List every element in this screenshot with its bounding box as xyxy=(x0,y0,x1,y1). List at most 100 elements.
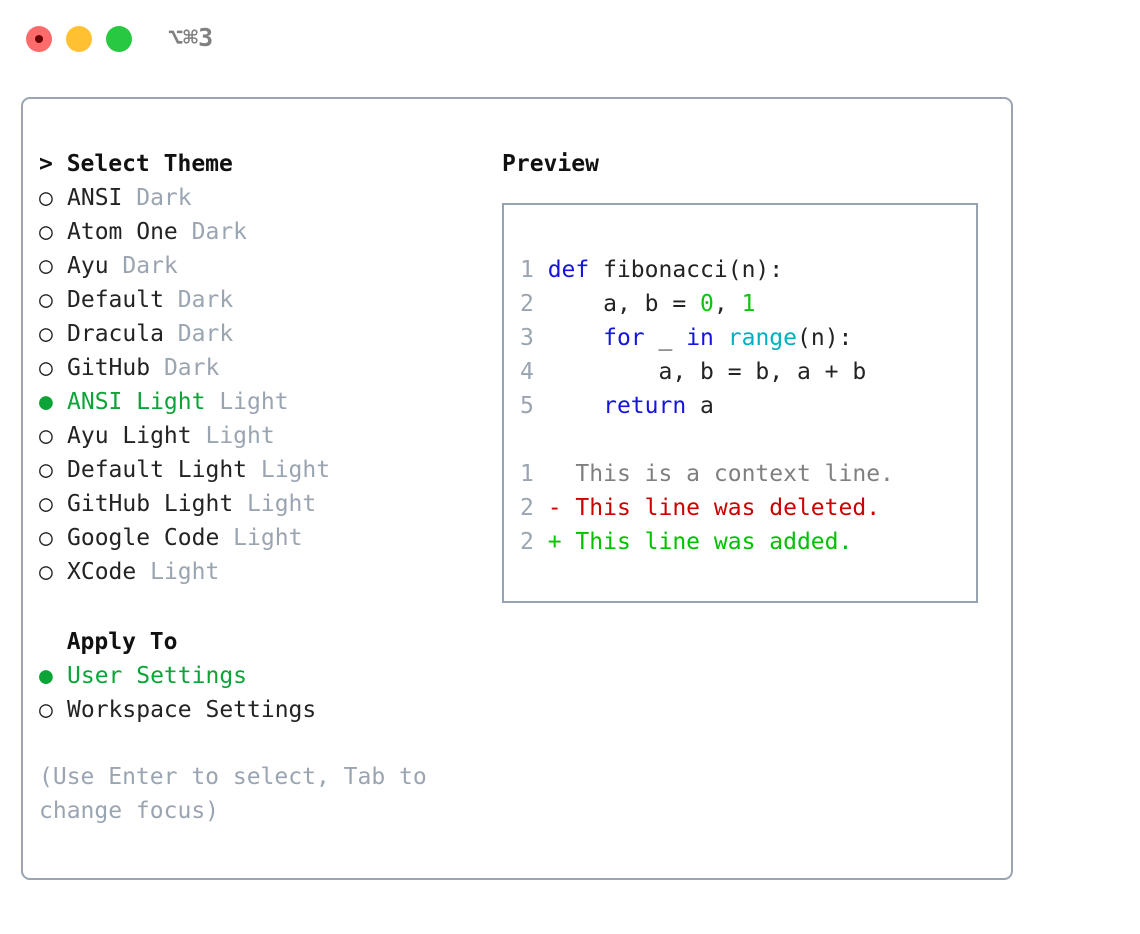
apply-to-item-label: User Settings xyxy=(67,663,248,689)
apply-to-item-workspace-settings[interactable]: ○ Workspace Settings xyxy=(39,693,479,727)
diff-text: This is a context line. xyxy=(575,461,894,487)
theme-item-google-code[interactable]: ○ Google Code Light xyxy=(39,521,479,555)
code-line: 1 def fibonacci(n): xyxy=(520,253,976,287)
code-line-number: 1 xyxy=(520,257,548,283)
theme-item-name: Ayu xyxy=(67,253,109,279)
minimize-window-button[interactable] xyxy=(66,26,92,52)
theme-item-name: Ayu Light xyxy=(67,423,192,449)
theme-item-mode-tag: Light xyxy=(136,559,220,585)
apply-to-item-user-settings[interactable]: ● User Settings xyxy=(39,659,479,693)
keyboard-hint-text: (Use Enter to select, Tab to change focu… xyxy=(39,764,427,824)
diff-marker: - xyxy=(547,495,576,521)
theme-item-mode-tag: Light xyxy=(191,423,275,449)
theme-item-mode-tag: Dark xyxy=(163,287,234,313)
code-token-plain: , xyxy=(713,291,742,317)
theme-item-ansi-light[interactable]: ● ANSI Light Light xyxy=(39,385,479,419)
apply-to-item-label: Workspace Settings xyxy=(67,697,317,723)
code-token-plain: _ xyxy=(644,325,687,351)
maximize-window-button[interactable] xyxy=(106,26,132,52)
diff-line: 1 This is a context line. xyxy=(520,457,976,491)
diff-line-number: 1 xyxy=(520,461,548,487)
code-token-plain: a, b = b, a + b xyxy=(547,359,867,385)
theme-item-mode-tag: Light xyxy=(247,457,331,483)
diff-marker: + xyxy=(547,529,576,555)
theme-item-mode-tag: Dark xyxy=(108,253,178,279)
code-token-kw: def xyxy=(547,257,590,283)
radio-unselected-icon: ○ xyxy=(39,457,67,483)
radio-selected-icon: ● xyxy=(39,663,67,689)
code-line-number: 3 xyxy=(520,325,548,351)
code-token-plain: fibonacci(n): xyxy=(589,257,784,283)
apply-to-header: Apply To xyxy=(39,629,178,655)
apply-to-section: Apply To ● User Settings○ Workspace Sett… xyxy=(39,625,479,727)
radio-unselected-icon: ○ xyxy=(39,423,67,449)
theme-item-mode-tag: Dark xyxy=(122,185,192,211)
diff-line-number: 2 xyxy=(520,529,548,555)
radio-selected-icon: ● xyxy=(39,389,67,415)
theme-item-mode-tag: Light xyxy=(219,525,303,551)
theme-item-name: XCode xyxy=(67,559,137,585)
diff-text: This line was added. xyxy=(575,529,853,555)
theme-item-name: Atom One xyxy=(67,219,178,245)
radio-unselected-icon: ○ xyxy=(39,219,67,245)
code-token-plain: a, b = xyxy=(547,291,701,317)
select-theme-header: > Select Theme xyxy=(39,151,233,177)
code-token-kw: return xyxy=(603,393,687,419)
theme-item-name: Default Light xyxy=(67,457,248,483)
code-token-num: 1 xyxy=(741,291,756,317)
radio-unselected-icon: ○ xyxy=(39,253,67,279)
code-line: 4 a, b = b, a + b xyxy=(520,355,976,389)
theme-item-atom-one[interactable]: ○ Atom One Dark xyxy=(39,215,479,249)
code-token-kw: in xyxy=(686,325,714,351)
code-token-plain: (n): xyxy=(797,325,853,351)
code-line: 5 return a xyxy=(520,389,976,423)
code-token-plain: a xyxy=(686,393,714,419)
preview-column: Preview 1 def fibonacci(n):2 a, b = 0, 1… xyxy=(502,147,992,603)
theme-item-mode-tag: Dark xyxy=(163,321,234,347)
code-token-kw: for xyxy=(603,325,645,351)
code-line-number: 5 xyxy=(520,393,548,419)
theme-item-default-light[interactable]: ○ Default Light Light xyxy=(39,453,479,487)
theme-list[interactable]: ○ ANSI Dark○ Atom One Dark○ Ayu Dark○ De… xyxy=(39,181,479,589)
theme-item-dracula[interactable]: ○ Dracula Dark xyxy=(39,317,479,351)
theme-item-name: GitHub xyxy=(67,355,151,381)
radio-unselected-icon: ○ xyxy=(39,491,67,517)
theme-item-name: ANSI xyxy=(67,185,123,211)
diff-marker xyxy=(548,461,576,487)
theme-item-xcode[interactable]: ○ XCode Light xyxy=(39,555,479,589)
theme-item-mode-tag: Light xyxy=(233,491,317,517)
code-line: 3 for _ in range(n): xyxy=(520,321,976,355)
theme-item-ayu[interactable]: ○ Ayu Dark xyxy=(39,249,479,283)
keyboard-shortcut-label: ⌥⌘3 xyxy=(168,23,214,52)
diff-line: 2 - This line was deleted. xyxy=(520,491,976,525)
code-token-plain xyxy=(548,325,603,351)
theme-item-name: ANSI Light xyxy=(67,389,206,415)
code-line: 2 a, b = 0, 1 xyxy=(520,287,976,321)
theme-item-name: Dracula xyxy=(67,321,164,347)
code-line-number: 2 xyxy=(520,291,548,317)
radio-unselected-icon: ○ xyxy=(39,355,67,381)
code-token-num: 0 xyxy=(700,291,714,317)
diff-text: This line was deleted. xyxy=(575,495,881,521)
theme-item-ansi[interactable]: ○ ANSI Dark xyxy=(39,181,479,215)
apply-to-list[interactable]: ● User Settings○ Workspace Settings xyxy=(39,659,479,727)
diff-line-number: 2 xyxy=(520,495,548,521)
code-token-plain xyxy=(714,325,728,351)
theme-item-mode-tag: Dark xyxy=(150,355,220,381)
preview-title: Preview xyxy=(502,151,599,177)
theme-item-default[interactable]: ○ Default Dark xyxy=(39,283,479,317)
diff-line: 2 + This line was added. xyxy=(520,525,976,559)
theme-item-github-light[interactable]: ○ GitHub Light Light xyxy=(39,487,479,521)
main-panel: > Select Theme ○ ANSI Dark○ Atom One Dar… xyxy=(21,97,1013,880)
theme-item-github[interactable]: ○ GitHub Dark xyxy=(39,351,479,385)
code-diff-spacer xyxy=(520,423,976,457)
theme-item-name: Default xyxy=(67,287,164,313)
theme-item-mode-tag: Dark xyxy=(177,219,248,245)
theme-item-ayu-light[interactable]: ○ Ayu Light Light xyxy=(39,419,479,453)
radio-unselected-icon: ○ xyxy=(39,287,67,313)
theme-item-mode-tag: Light xyxy=(205,389,289,415)
radio-unselected-icon: ○ xyxy=(39,697,67,723)
radio-unselected-icon: ○ xyxy=(39,321,67,347)
